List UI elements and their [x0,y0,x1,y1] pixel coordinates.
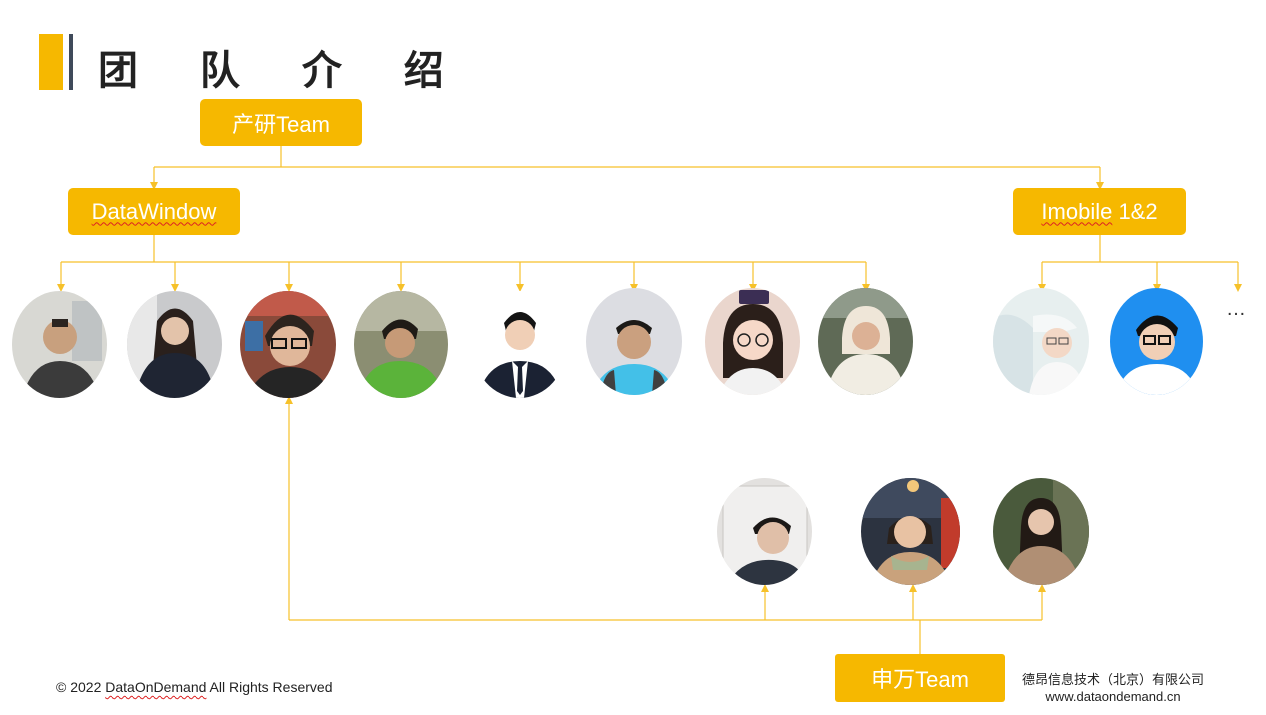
member-avatar-6 [586,288,682,395]
person-photo-icon [1110,288,1203,395]
shenwan-team-box: 申万Team [835,654,1005,702]
imobile-team-box: Imobile 1&2 [1013,188,1186,235]
copyright-suffix: All Rights Reserved [206,679,333,695]
datawindow-team-box: DataWindow [68,188,240,235]
member-avatar-8 [818,288,913,395]
person-photo-icon [993,288,1089,395]
person-photo-icon [818,288,913,395]
company-name: 德昂信息技术（北京）有限公司 [1021,672,1204,687]
member-avatar-1 [12,291,107,398]
copyright-brand: DataOnDemand [105,679,207,695]
title-accent-line [69,34,73,90]
member-avatar-5 [472,291,567,398]
company-url: www.dataondemand.cn [1045,689,1181,704]
person-photo-icon [993,478,1089,585]
root-team-label: 产研Team [232,111,330,137]
person-photo-icon [861,478,960,585]
copyright-prefix: © 2022 [56,679,106,695]
member-avatar-9 [993,288,1089,395]
person-photo-icon [354,291,448,398]
root-team-box: 产研Team [200,99,362,146]
person-photo-icon [240,291,336,398]
person-photo-icon [127,291,222,398]
member-avatar-7 [705,288,800,395]
member-avatar-11 [717,478,812,585]
slide-title: 团 队 介 绍 [98,48,468,94]
person-photo-icon [586,288,682,395]
datawindow-team-label: DataWindow [91,198,217,224]
copyright-text: © 2022 DataOnDemand All Rights Reserved [56,679,332,695]
company-info: 德昂信息技术（北京）有限公司 www.dataondemand.cn [1018,671,1208,705]
more-members-ellipsis: … [1226,298,1246,320]
person-photo-icon [705,288,800,395]
imobile-team-label-prefix: Imobile [1041,198,1113,224]
person-photo-icon [472,291,567,398]
member-avatar-3 [240,291,336,398]
title-accent-bar [39,34,63,90]
member-avatar-2 [127,291,222,398]
member-avatar-13 [993,478,1089,585]
member-avatar-12 [861,478,960,585]
imobile-team-label-suffix: 1&2 [1112,198,1158,224]
person-photo-icon [12,291,107,398]
member-avatar-4 [354,291,448,398]
person-photo-icon [717,478,812,585]
shenwan-team-label: 申万Team [871,667,969,692]
member-avatar-10 [1110,288,1203,395]
